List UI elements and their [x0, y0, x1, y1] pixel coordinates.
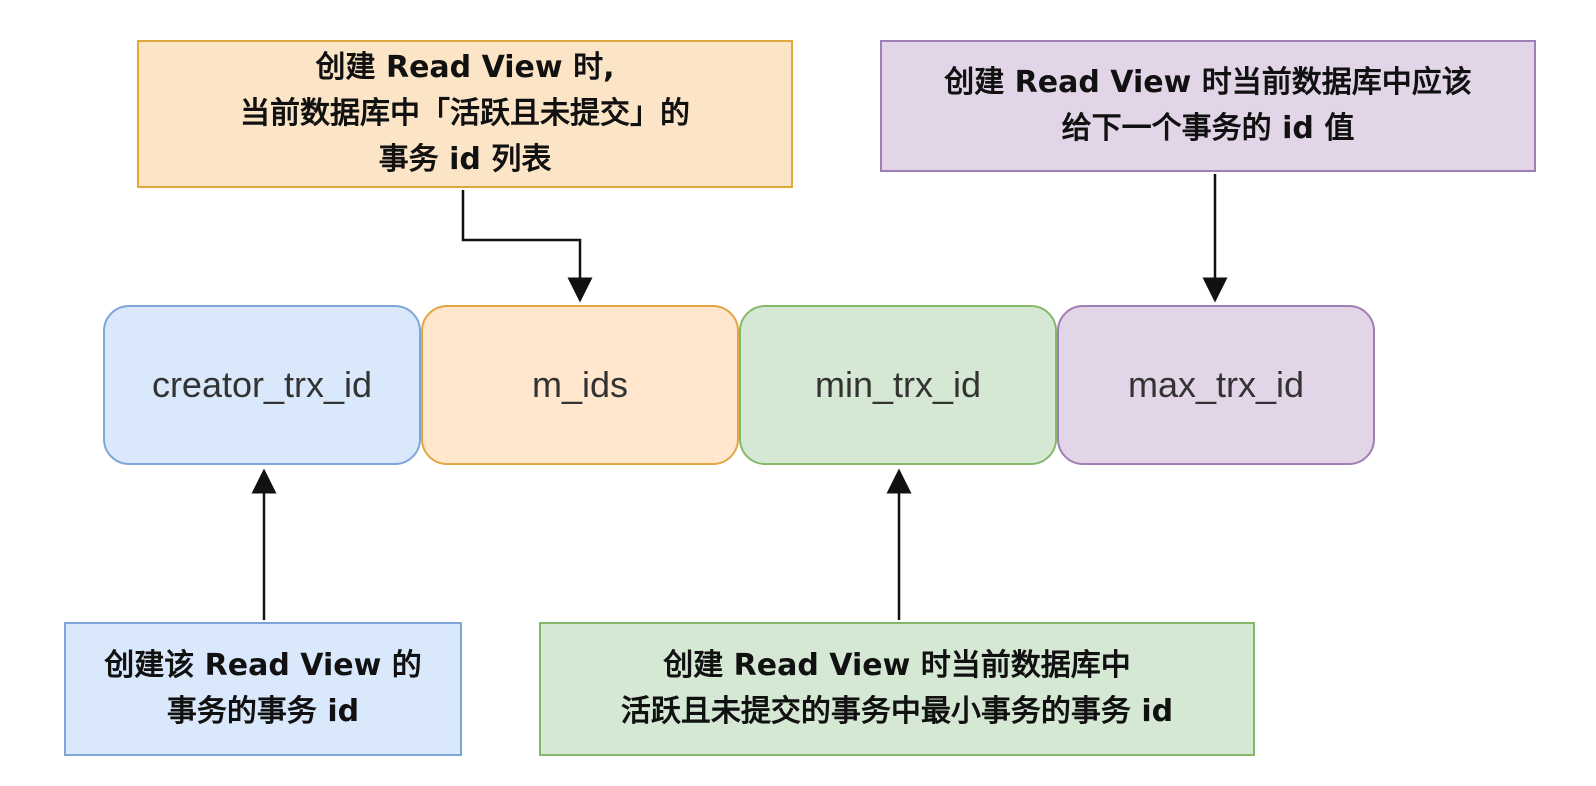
note-creator-trx-id-line-2: 事务的事务 id — [166, 694, 360, 729]
note-max-trx-id-line-2: 给下一个事务的 id 值 — [1061, 111, 1355, 146]
note-m-ids: 创建 Read View 时, 当前数据库中「活跃且未提交」的 事务 id 列表 — [137, 40, 793, 188]
note-max-trx-id: 创建 Read View 时当前数据库中应该 给下一个事务的 id 值 — [880, 40, 1536, 172]
note-min-trx-id: 创建 Read View 时当前数据库中 活跃且未提交的事务中最小事务的事务 i… — [539, 622, 1255, 756]
field-max-trx-id: max_trx_id — [1057, 305, 1375, 465]
note-creator-trx-id-line-1: 创建该 Read View 的 — [104, 648, 422, 683]
note-m-ids-line-2: 当前数据库中「活跃且未提交」的 — [240, 96, 690, 131]
field-min-trx-id: min_trx_id — [739, 305, 1057, 465]
arrow-m-ids-note-to-field — [461, 190, 593, 303]
note-m-ids-line-3: 事务 id 列表 — [378, 142, 552, 177]
field-m-ids: m_ids — [421, 305, 739, 465]
note-m-ids-line-1: 创建 Read View 时, — [315, 50, 615, 85]
note-creator-trx-id: 创建该 Read View 的 事务的事务 id — [64, 622, 462, 756]
field-creator-trx-id: creator_trx_id — [103, 305, 421, 465]
note-min-trx-id-line-1: 创建 Read View 时当前数据库中 — [663, 648, 1131, 683]
note-min-trx-id-line-2: 活跃且未提交的事务中最小事务的事务 id — [620, 694, 1174, 729]
note-max-trx-id-line-1: 创建 Read View 时当前数据库中应该 — [944, 65, 1472, 100]
